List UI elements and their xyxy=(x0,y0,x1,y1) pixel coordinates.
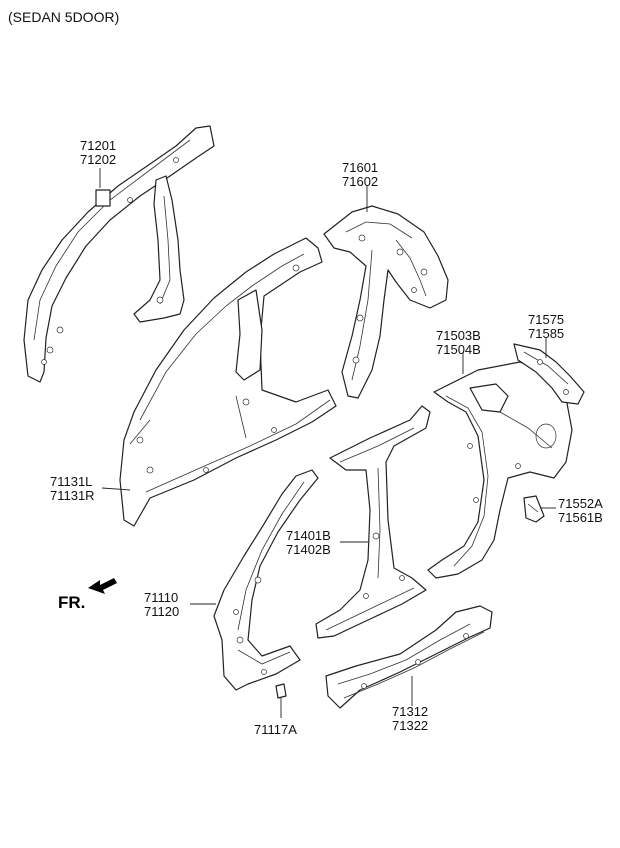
part-center-pillar[interactable] xyxy=(315,405,431,639)
part-small-bracket[interactable] xyxy=(523,495,545,523)
part-clip[interactable] xyxy=(275,683,287,699)
part-number-71312: 71312 xyxy=(392,704,428,719)
part-number-71202: 71202 xyxy=(80,152,116,167)
part-number-71575: 71575 xyxy=(528,312,564,327)
part-quarter-outer[interactable] xyxy=(427,361,573,579)
part-number-71131R: 71131R xyxy=(50,488,95,503)
part-side-sill[interactable] xyxy=(325,605,493,709)
part-number-71201: 71201 xyxy=(80,138,116,153)
part-number-71601: 71601 xyxy=(342,160,378,175)
front-direction-arrow-icon xyxy=(88,578,117,594)
part-tail-gate-bracket[interactable] xyxy=(513,343,585,405)
part-rear-wheel-house[interactable] xyxy=(323,205,449,399)
front-direction-label: FR. xyxy=(58,593,85,612)
part-number-71131L: 71131L xyxy=(50,474,92,489)
part-number-71503B: 71503B xyxy=(436,328,481,343)
part-number-71504B: 71504B xyxy=(436,342,481,357)
part-side-outer[interactable] xyxy=(119,237,337,527)
part-number-71552A: 71552A xyxy=(558,496,603,511)
part-number-71110: 71110 xyxy=(144,590,178,605)
part-number-71120: 71120 xyxy=(144,604,179,619)
part-number-71117A: 71117A xyxy=(254,722,297,737)
part-number-71401B: 71401B xyxy=(286,528,331,543)
part-number-71602: 71602 xyxy=(342,174,378,189)
part-front-pillar-outer[interactable] xyxy=(213,469,319,691)
diagram-title: (SEDAN 5DOOR) xyxy=(8,9,119,25)
part-number-71561B: 71561B xyxy=(558,510,603,525)
part-number-71585: 71585 xyxy=(528,326,564,341)
part-number-71322: 71322 xyxy=(392,718,428,733)
part-number-71402B: 71402B xyxy=(286,542,331,557)
part-a-pillar-inner[interactable] xyxy=(23,125,215,383)
